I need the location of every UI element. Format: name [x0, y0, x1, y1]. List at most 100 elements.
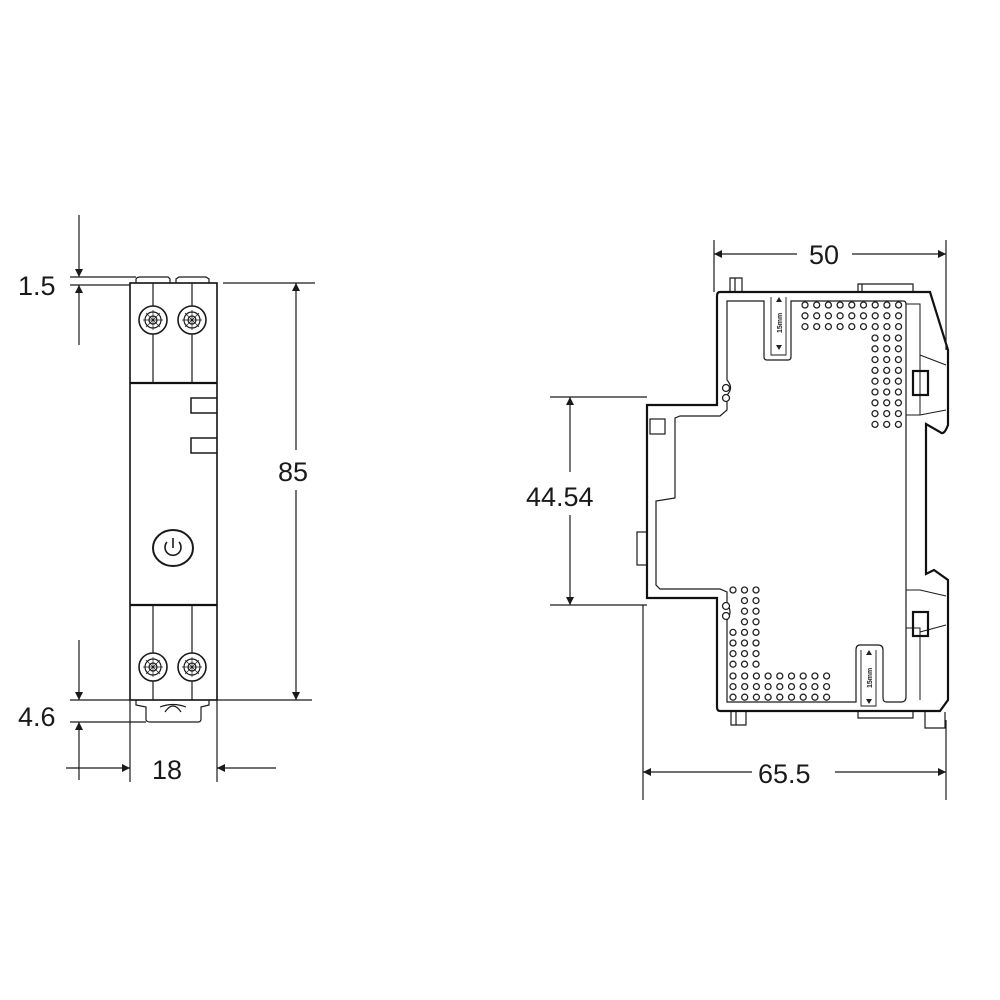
vent-hole	[883, 366, 891, 375]
vent-hole	[813, 322, 821, 331]
vent-hole	[799, 672, 807, 680]
dim-label-bottom-offset: 4.6	[18, 702, 56, 732]
vent-hole	[752, 586, 760, 594]
vent-hole	[871, 312, 879, 320]
din-clip	[135, 700, 210, 723]
vent-hole	[752, 693, 761, 701]
vent-hole	[824, 322, 833, 331]
vent-hole	[848, 301, 856, 309]
vent-hole	[871, 399, 879, 407]
vent-hole	[894, 334, 903, 342]
vent-hole	[822, 693, 831, 701]
power-icon	[152, 529, 194, 567]
vent-hole	[801, 301, 809, 309]
vent-hole	[740, 649, 749, 658]
dimension-depth-top: 50	[713, 240, 947, 350]
vent-hole	[813, 301, 821, 309]
bottom-stubs	[730, 710, 946, 729]
vent-hole	[871, 334, 879, 342]
vent-hole	[729, 628, 737, 637]
screw-terminal-top-left	[138, 305, 168, 335]
vent-hole	[811, 693, 819, 701]
vent-hole	[740, 618, 749, 626]
dim-label-depth-top: 50	[809, 240, 839, 270]
vent-hole	[752, 649, 760, 658]
svg-text:15mm: 15mm	[777, 313, 784, 333]
vent-hole	[894, 388, 903, 396]
vent-hole	[729, 639, 737, 647]
vent-hole	[801, 322, 809, 331]
vent-hole	[871, 355, 879, 364]
vent-hole	[729, 672, 737, 680]
vent-hole	[740, 639, 749, 647]
vent-hole	[871, 322, 879, 331]
vent-hole	[824, 312, 833, 320]
vent-hole	[894, 345, 903, 353]
vent-hole	[836, 312, 844, 320]
vent-hole	[764, 672, 772, 680]
vent-hole	[752, 660, 760, 668]
dim-label-width: 18	[152, 755, 182, 785]
vent-hole	[752, 628, 760, 637]
dimension-width: 18	[66, 700, 276, 785]
vent-hole	[776, 693, 784, 701]
inner-outline	[655, 300, 907, 703]
vent-hole	[871, 409, 879, 418]
vent-hole	[894, 355, 903, 364]
vent-hole	[787, 682, 796, 691]
vent-hole	[883, 399, 891, 407]
dim-label-top-offset: 1.5	[18, 271, 56, 301]
vent-hole	[740, 607, 749, 615]
dimension-top-offset: 1.5	[18, 215, 136, 345]
vent-hole	[859, 301, 868, 309]
vent-hole	[787, 672, 796, 680]
vent-hole	[822, 672, 831, 680]
dimension-depth-total: 65.5	[642, 605, 947, 800]
vent-hole	[894, 366, 903, 375]
vent-hole	[801, 312, 809, 320]
indicator-tabs	[190, 397, 217, 454]
vent-hole	[848, 322, 856, 331]
clearance-label-bottom: 15mm	[866, 650, 874, 704]
vent-hole	[764, 682, 772, 691]
side-latch-top	[911, 369, 930, 397]
vent-hole	[729, 682, 737, 691]
top-terminal-caps	[135, 276, 210, 283]
vent-hole	[836, 322, 844, 331]
vent-hole	[752, 682, 761, 691]
side-latch-bottom	[911, 610, 930, 638]
svg-text:15mm: 15mm	[867, 668, 874, 688]
vent-hole	[836, 301, 844, 309]
front-body	[129, 282, 218, 701]
vent-hole	[752, 672, 761, 680]
vent-hole	[883, 388, 891, 396]
vent-hole	[894, 409, 903, 418]
clearance-label-top: 15mm	[776, 297, 784, 350]
vent-hole	[883, 322, 891, 331]
dim-label-rail-height: 44.54	[526, 482, 594, 512]
vent-hole	[848, 312, 856, 320]
vent-hole	[859, 322, 868, 331]
vent-hole	[883, 355, 891, 364]
vent-hole	[776, 672, 784, 680]
vent-hole	[894, 377, 903, 385]
vent-hole	[741, 672, 749, 680]
vent-hole	[871, 301, 879, 309]
vent-hole	[811, 682, 819, 691]
vent-hole	[883, 312, 891, 320]
vent-hole	[799, 693, 807, 701]
dim-label-height: 85	[278, 457, 308, 487]
vent-hole	[883, 334, 891, 342]
vent-hole	[883, 409, 891, 418]
vent-hole	[894, 399, 903, 407]
vent-hole	[740, 596, 749, 605]
vent-hole	[729, 649, 737, 658]
vent-hole	[824, 301, 833, 309]
vent-hole	[871, 366, 879, 375]
vent-hole	[740, 628, 749, 637]
vent-hole	[894, 301, 903, 309]
vent-hole	[729, 693, 737, 701]
dimension-rail-height: 44.54	[526, 396, 647, 606]
vent-hole	[871, 420, 879, 429]
